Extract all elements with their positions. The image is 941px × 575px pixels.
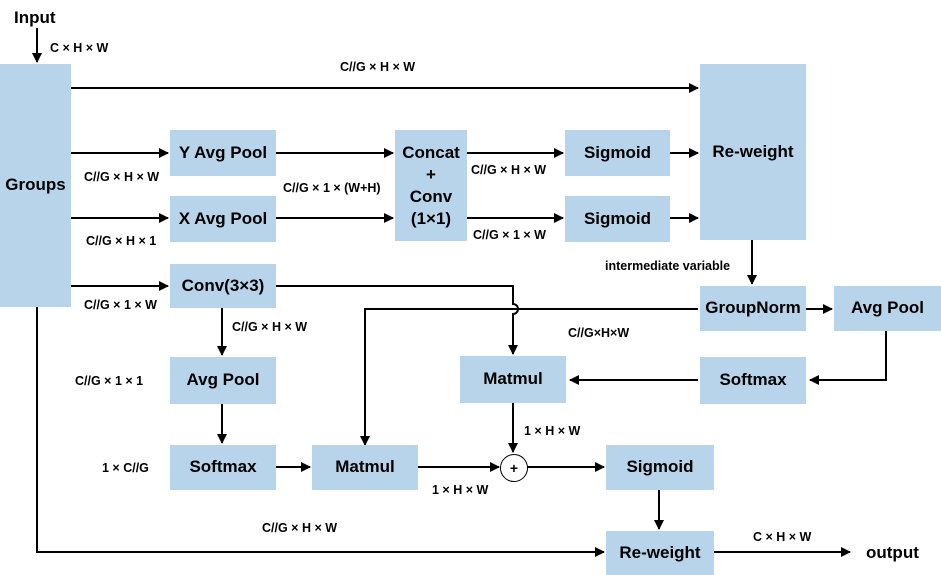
label-input-dims: C × H × W [50, 41, 109, 55]
softmax-right-node: Softmax [700, 357, 806, 404]
edge-bottom-skip [36, 307, 605, 557]
sigmoid-node-1: Sigmoid [565, 130, 670, 176]
label-matmul-r-to-plus: 1 × H × W [524, 424, 581, 438]
label-to-conv3x3: C//G × 1 × W [84, 298, 157, 312]
concat-conv-node: Concat + Conv (1×1) [395, 130, 467, 241]
groupnorm-node: GroupNorm [700, 286, 806, 331]
label-conv-to-avgpool: C//G × H × W [232, 320, 308, 334]
groups-node: Groups [0, 64, 71, 307]
label-intermediate: intermediate variable [605, 259, 731, 273]
input-label: Input [14, 8, 56, 27]
matmul-right-node: Matmul [460, 356, 566, 403]
label-softmax-dims: 1 × C//G [102, 461, 149, 475]
sigmoid-node-3: Sigmoid [606, 445, 714, 490]
label-to-x-pool: C//G × H × 1 [86, 234, 157, 248]
label-bottom-skip: C//G × H × W [262, 521, 338, 535]
label-top-skip: C//G × H × W [340, 60, 416, 74]
edge-avgpool-softmax-right [809, 331, 887, 385]
reweight-node-2: Re-weight [606, 531, 714, 575]
sigmoid-node-2: Sigmoid [565, 196, 670, 242]
edge-conv-matmul-right [276, 285, 519, 355]
avg-pool-right-node: Avg Pool [834, 286, 941, 331]
x-avg-pool-node: X Avg Pool [170, 196, 276, 242]
label-pool-to-concat: C//G × 1 × (W+H) [283, 181, 381, 195]
avg-pool-left-node: Avg Pool [170, 357, 276, 404]
y-avg-pool-node: Y Avg Pool [170, 130, 276, 176]
label-concat-to-sig2: C//G × 1 × W [473, 228, 546, 242]
matmul-left-node: Matmul [312, 445, 418, 490]
label-to-y-pool: C//G × H × W [84, 170, 160, 184]
output-label: output [866, 543, 919, 562]
label-output-dims: C × H × W [753, 530, 812, 544]
conv3x3-node: Conv(3×3) [170, 264, 276, 308]
label-gn-to-matmul: C//G×H×W [568, 326, 630, 340]
add-operator: + [500, 454, 528, 482]
reweight-node-1: Re-weight [700, 64, 806, 240]
label-concat-to-sig1: C//G × H × W [471, 163, 547, 177]
label-matmul-l-to-plus: 1 × H × W [432, 483, 489, 497]
label-avgpool-dims: C//G × 1 × 1 [75, 374, 144, 388]
edge-gn-matmul-left [360, 308, 698, 446]
softmax-left-node: Softmax [170, 445, 276, 490]
